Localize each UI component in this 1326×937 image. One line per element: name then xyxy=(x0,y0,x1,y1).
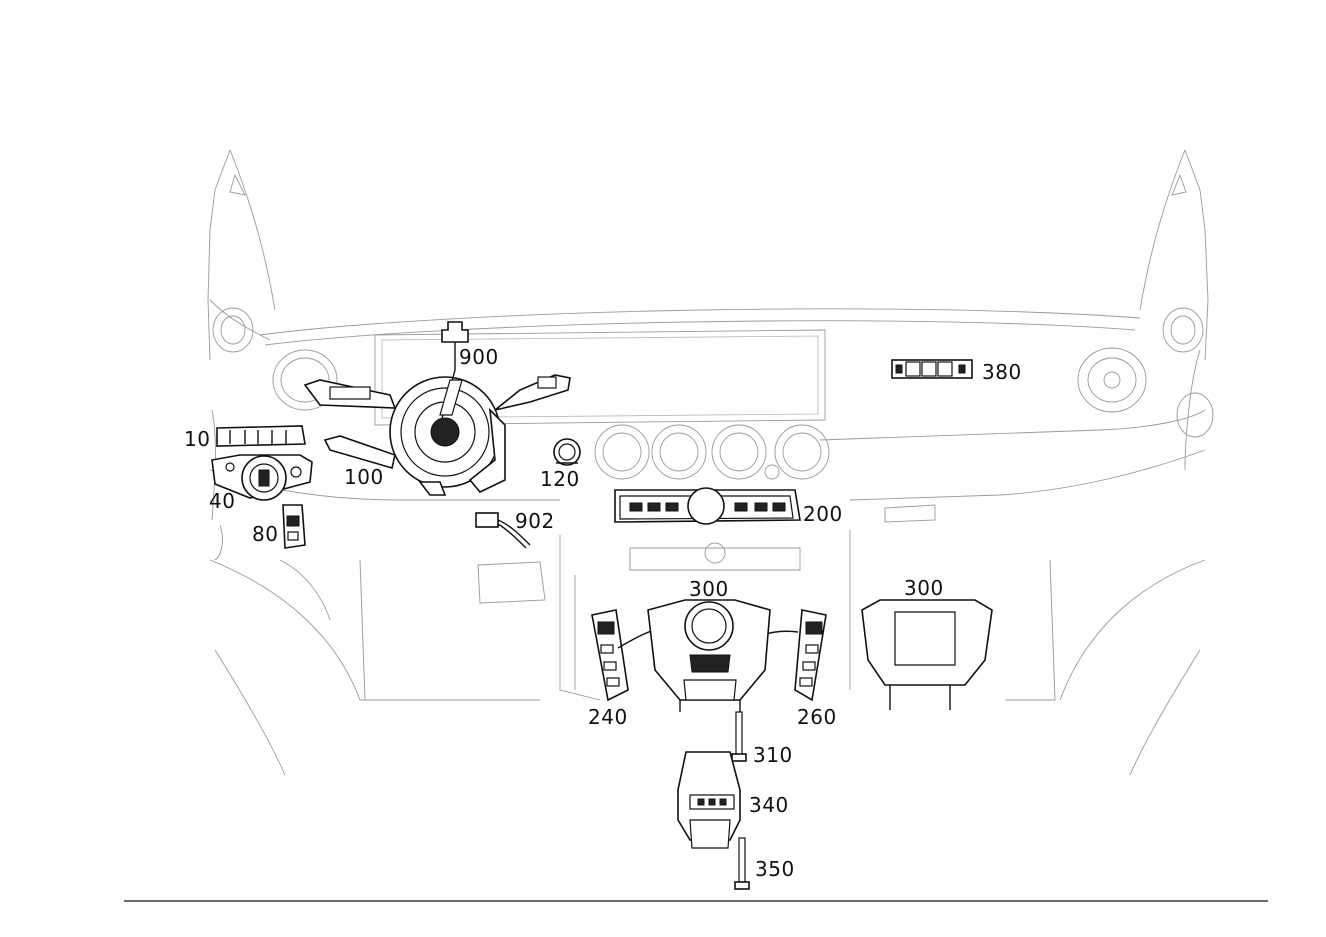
part-260-console-switch[interactable] xyxy=(794,609,827,702)
callout-80: 80 xyxy=(252,522,278,546)
part-10-switch-strip[interactable] xyxy=(216,425,306,447)
callout-340: 340 xyxy=(749,793,789,817)
callout-350: 350 xyxy=(755,857,795,881)
part-380-switch-panel[interactable] xyxy=(891,359,973,379)
part-100-steering-column-module[interactable] xyxy=(303,374,571,496)
part-240-console-switch[interactable] xyxy=(591,609,629,702)
callout-40: 40 xyxy=(209,489,235,513)
part-340-lower-console[interactable] xyxy=(677,751,741,849)
callout-300-controller: 300 xyxy=(689,577,729,601)
part-80-switch[interactable] xyxy=(282,504,306,549)
callout-300-trim: 300 xyxy=(904,576,944,600)
part-200-climate-panel[interactable] xyxy=(614,487,801,525)
callout-380: 380 xyxy=(982,360,1022,384)
part-40-light-switch[interactable] xyxy=(211,454,313,501)
part-310-screw[interactable] xyxy=(731,711,747,762)
callout-100: 100 xyxy=(344,465,384,489)
callout-900: 900 xyxy=(459,345,499,369)
part-120-round-switch[interactable] xyxy=(553,438,581,466)
part-902-cable[interactable] xyxy=(475,512,531,549)
callout-310: 310 xyxy=(753,743,793,767)
callout-200: 200 xyxy=(803,502,843,526)
part-900-connector[interactable] xyxy=(439,321,469,419)
callout-10: 10 xyxy=(184,427,210,451)
callout-260: 260 xyxy=(797,705,837,729)
part-300-console-controller[interactable] xyxy=(647,599,771,712)
callout-120: 120 xyxy=(540,467,580,491)
callout-240: 240 xyxy=(588,705,628,729)
callout-902: 902 xyxy=(515,509,555,533)
part-300-console-trim[interactable] xyxy=(861,599,993,710)
part-350-screw[interactable] xyxy=(734,837,750,890)
